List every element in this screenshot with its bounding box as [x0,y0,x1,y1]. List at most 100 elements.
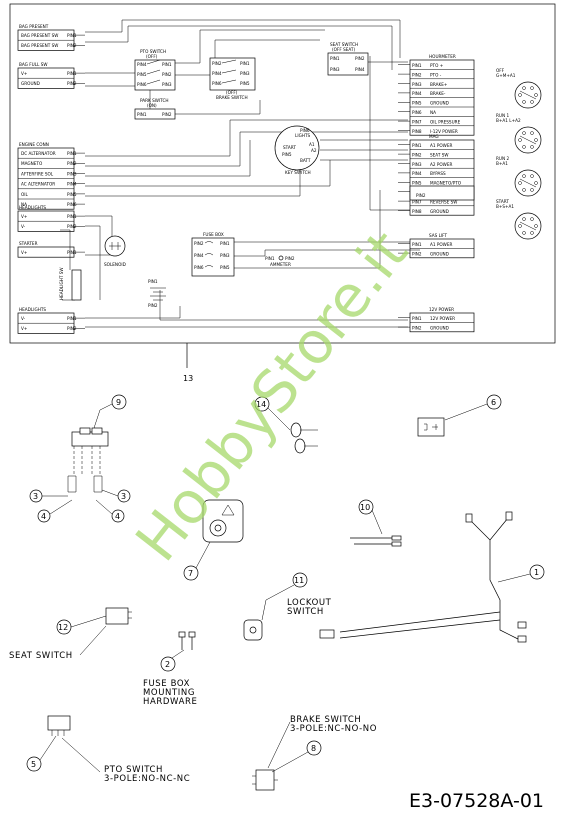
svg-text:PIN2: PIN2 [212,61,222,66]
svg-text:(OFF): (OFF) [146,54,158,59]
svg-text:PIN4: PIN4 [137,62,147,67]
right-wire-name: A2 POWER [430,162,452,167]
left-wire-pin: PIN1 [67,71,77,76]
right-connector-box [409,185,475,201]
svg-text:(OFF): (OFF) [226,90,238,95]
svg-text:LIGHTS: LIGHTS [295,133,311,138]
right-group-label: MAG [429,134,439,139]
svg-text:8: 8 [311,744,316,753]
svg-text:11: 11 [294,576,304,585]
right-wire-pin: PIN2 [412,72,422,77]
part-8-brake-switch: 8 BRAKE SWITCH 3-POLE:NC-NO-NO [252,715,376,791]
left-wire-name: V- [21,316,26,321]
right-wire-pin: PIN3 [412,162,422,167]
headlight-switch-schematic: HEADLIGHT SW [59,267,82,301]
part-1-harness: 1 [319,511,545,643]
svg-text:PTO SWITCH: PTO SWITCH [104,765,163,775]
svg-text:PIN5: PIN5 [137,72,147,77]
left-wire-pin: PIN1 [67,250,77,255]
solenoid-schematic: SOLENOID [104,235,126,267]
right-wire-pin: PIN8 [412,209,422,214]
right-wire-pin: PIN2 [412,251,422,256]
left-wire-pin: PIN2 [67,43,77,48]
right-wire-name: BRAKE- [430,91,446,96]
schematic-frame [9,3,556,344]
right-wire-pin: PIN1 [412,63,422,68]
svg-text:PIN2: PIN2 [162,112,172,117]
svg-text:PIN4: PIN4 [194,253,204,258]
svg-text:4: 4 [115,512,120,521]
right-wire-pin: PIN1 [412,242,422,247]
svg-text:12: 12 [58,623,68,632]
right-wire-name: A1 POWER [430,242,452,247]
right-wire-pin: PIN2 [416,193,426,198]
left-wire-pin: PIN2 [67,81,77,86]
right-group-label: 12V POWER [429,307,454,312]
svg-text:HEADLIGHT SW: HEADLIGHT SW [59,267,64,300]
svg-text:PIN3: PIN3 [220,253,230,258]
svg-text:SEAT SWITCH: SEAT SWITCH [330,42,358,47]
right-wire-pin: PIN4 [412,171,422,176]
right-group-label: SAS LIFT [429,233,447,238]
svg-text:BATT: BATT [300,158,311,163]
right-wire-pin: PIN2 [412,152,422,157]
left-wire-name: DC ALTERNATOR [21,151,56,156]
left-wire-name: MAGNETO [21,161,43,166]
svg-text:SWITCH: SWITCH [287,607,324,617]
svg-text:FUSE BOX: FUSE BOX [203,232,224,237]
svg-text:PIN2: PIN2 [162,72,172,77]
left-group-label: HEADLIGHTS [19,205,46,210]
key-position-pins: B+A1 L+A2 [496,118,521,123]
ammeter-schematic: PIN1 PIN2 AMMETER [265,255,295,267]
right-wire-pin: PIN5 [412,101,422,106]
left-wire-pin: PIN4 [67,182,77,187]
svg-text:14: 14 [256,400,266,409]
part-11-lockout: 11 LOCKOUT SWITCH [243,572,331,641]
key-position-name: OFF [496,68,505,73]
part-14-keys: 14 [254,396,318,454]
key-switch-schematic: PIN6 LIGHTS START PIN5 A1 A2 BATT KEY SW… [274,125,320,175]
svg-text:PIN6: PIN6 [137,82,147,87]
key-position-name: START [496,199,509,204]
right-wire-name: BRAKE+ [430,82,448,87]
svg-text:KEY SWITCH: KEY SWITCH [285,170,311,175]
svg-text:PTO SWITCH: PTO SWITCH [140,49,166,54]
svg-text:PIN3: PIN3 [330,67,340,72]
left-wire-name: V+ [21,250,28,255]
right-wire-name: NA [430,110,436,115]
left-wire-pin: PIN1 [67,33,77,38]
left-wire-name: V+ [21,214,28,219]
right-wire-name: PTO - [430,72,442,77]
right-wire-pin: PIN7 [412,199,422,204]
svg-text:PIN2: PIN2 [285,256,295,261]
left-wire-name: V+ [21,326,28,331]
right-wire-name: PTO + [430,63,444,68]
left-wire-pin: PIN6 [67,202,77,207]
right-wire-pin: PIN5 [412,181,422,186]
svg-text:7: 7 [188,569,193,578]
svg-text:PIN3: PIN3 [240,71,250,76]
left-wire-name: OIL [21,192,29,197]
right-wire-pin: PIN1 [412,316,422,321]
svg-text:PIN6: PIN6 [194,265,204,270]
svg-text:PIN6: PIN6 [212,81,222,86]
svg-text:3-POLE:NO-NC-NC: 3-POLE:NO-NC-NC [104,774,190,784]
svg-text:MOUNTING: MOUNTING [143,688,195,698]
svg-text:(OFF SEAT): (OFF SEAT) [332,47,355,52]
left-group-label: HEADLIGHTS [19,307,46,312]
left-wire-pin: PIN2 [67,224,77,229]
svg-text:3: 3 [121,492,126,501]
part-5-pto-switch: 5 PTO SWITCH 3-POLE:NO-NC-NC [26,715,190,784]
svg-text:PIN1: PIN1 [330,56,340,61]
right-wire-name: SEAT SW [430,152,449,157]
svg-text:PIN6: PIN6 [300,128,310,133]
svg-text:SEAT SWITCH: SEAT SWITCH [9,651,73,661]
left-wire-name: BAG PRESENT SW [21,43,58,48]
svg-text:5: 5 [31,760,36,769]
svg-text:2: 2 [165,660,170,669]
